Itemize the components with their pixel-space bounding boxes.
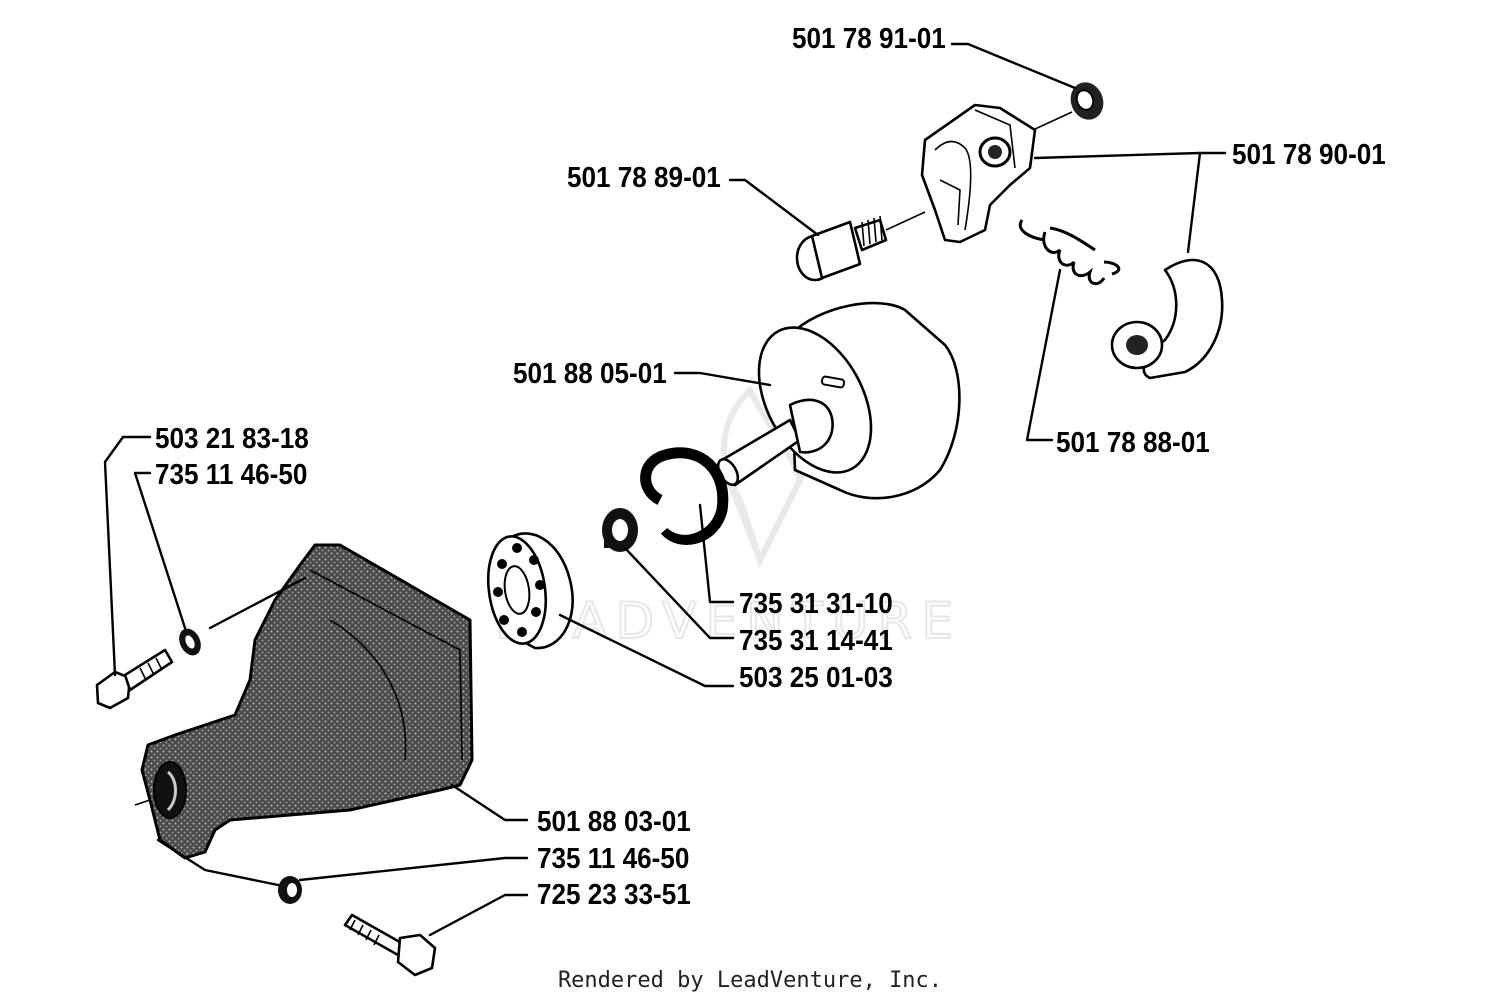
- housing-bolt-lower-part: [343, 913, 437, 977]
- part-number-label: 725 23 33-51: [537, 878, 691, 911]
- washer-top-part: [1070, 82, 1104, 120]
- bearing-part: [486, 532, 574, 650]
- part-number-label: 501 88 05-01: [513, 357, 667, 390]
- shoulder-bolt-part: [795, 211, 926, 282]
- part-number-label: 501 88 03-01: [537, 805, 691, 838]
- part-labels: 501 78 91-01 501 78 90-01 501 78 89-01 5…: [155, 22, 1386, 911]
- housing-bolt-left-part: [95, 648, 174, 710]
- part-number-label: 503 25 01-03: [739, 661, 893, 694]
- leader-lines: [103, 42, 1227, 937]
- part-number-label: 735 11 46-50: [155, 458, 307, 491]
- part-number-label: 735 31 14-41: [739, 624, 893, 657]
- retaining-ring-part: [640, 447, 729, 545]
- part-number-label: 501 78 89-01: [567, 161, 721, 194]
- clutch-shoe-part: [1110, 258, 1224, 380]
- spring-part: [1018, 219, 1121, 286]
- small-washer-part: [602, 508, 638, 552]
- clutch-hub-part: [920, 103, 1037, 244]
- watermark-logo-icon: [721, 384, 808, 568]
- part-number-label: 501 78 88-01: [1056, 426, 1210, 459]
- clutch-housing-part: [134, 543, 474, 860]
- part-number-label: 501 78 90-01: [1232, 138, 1386, 171]
- clutch-drum-part: [716, 301, 961, 500]
- lock-washer-lower-part: [278, 876, 302, 904]
- part-number-label: 735 31 31-10: [739, 587, 893, 620]
- lock-washer-upper-part: [179, 628, 201, 656]
- part-number-label: 503 21 83-18: [155, 422, 309, 455]
- part-number-label: 735 11 46-50: [537, 842, 689, 875]
- part-number-label: 501 78 91-01: [792, 22, 946, 55]
- footer-credit: Rendered by LeadVenture, Inc.: [557, 968, 943, 993]
